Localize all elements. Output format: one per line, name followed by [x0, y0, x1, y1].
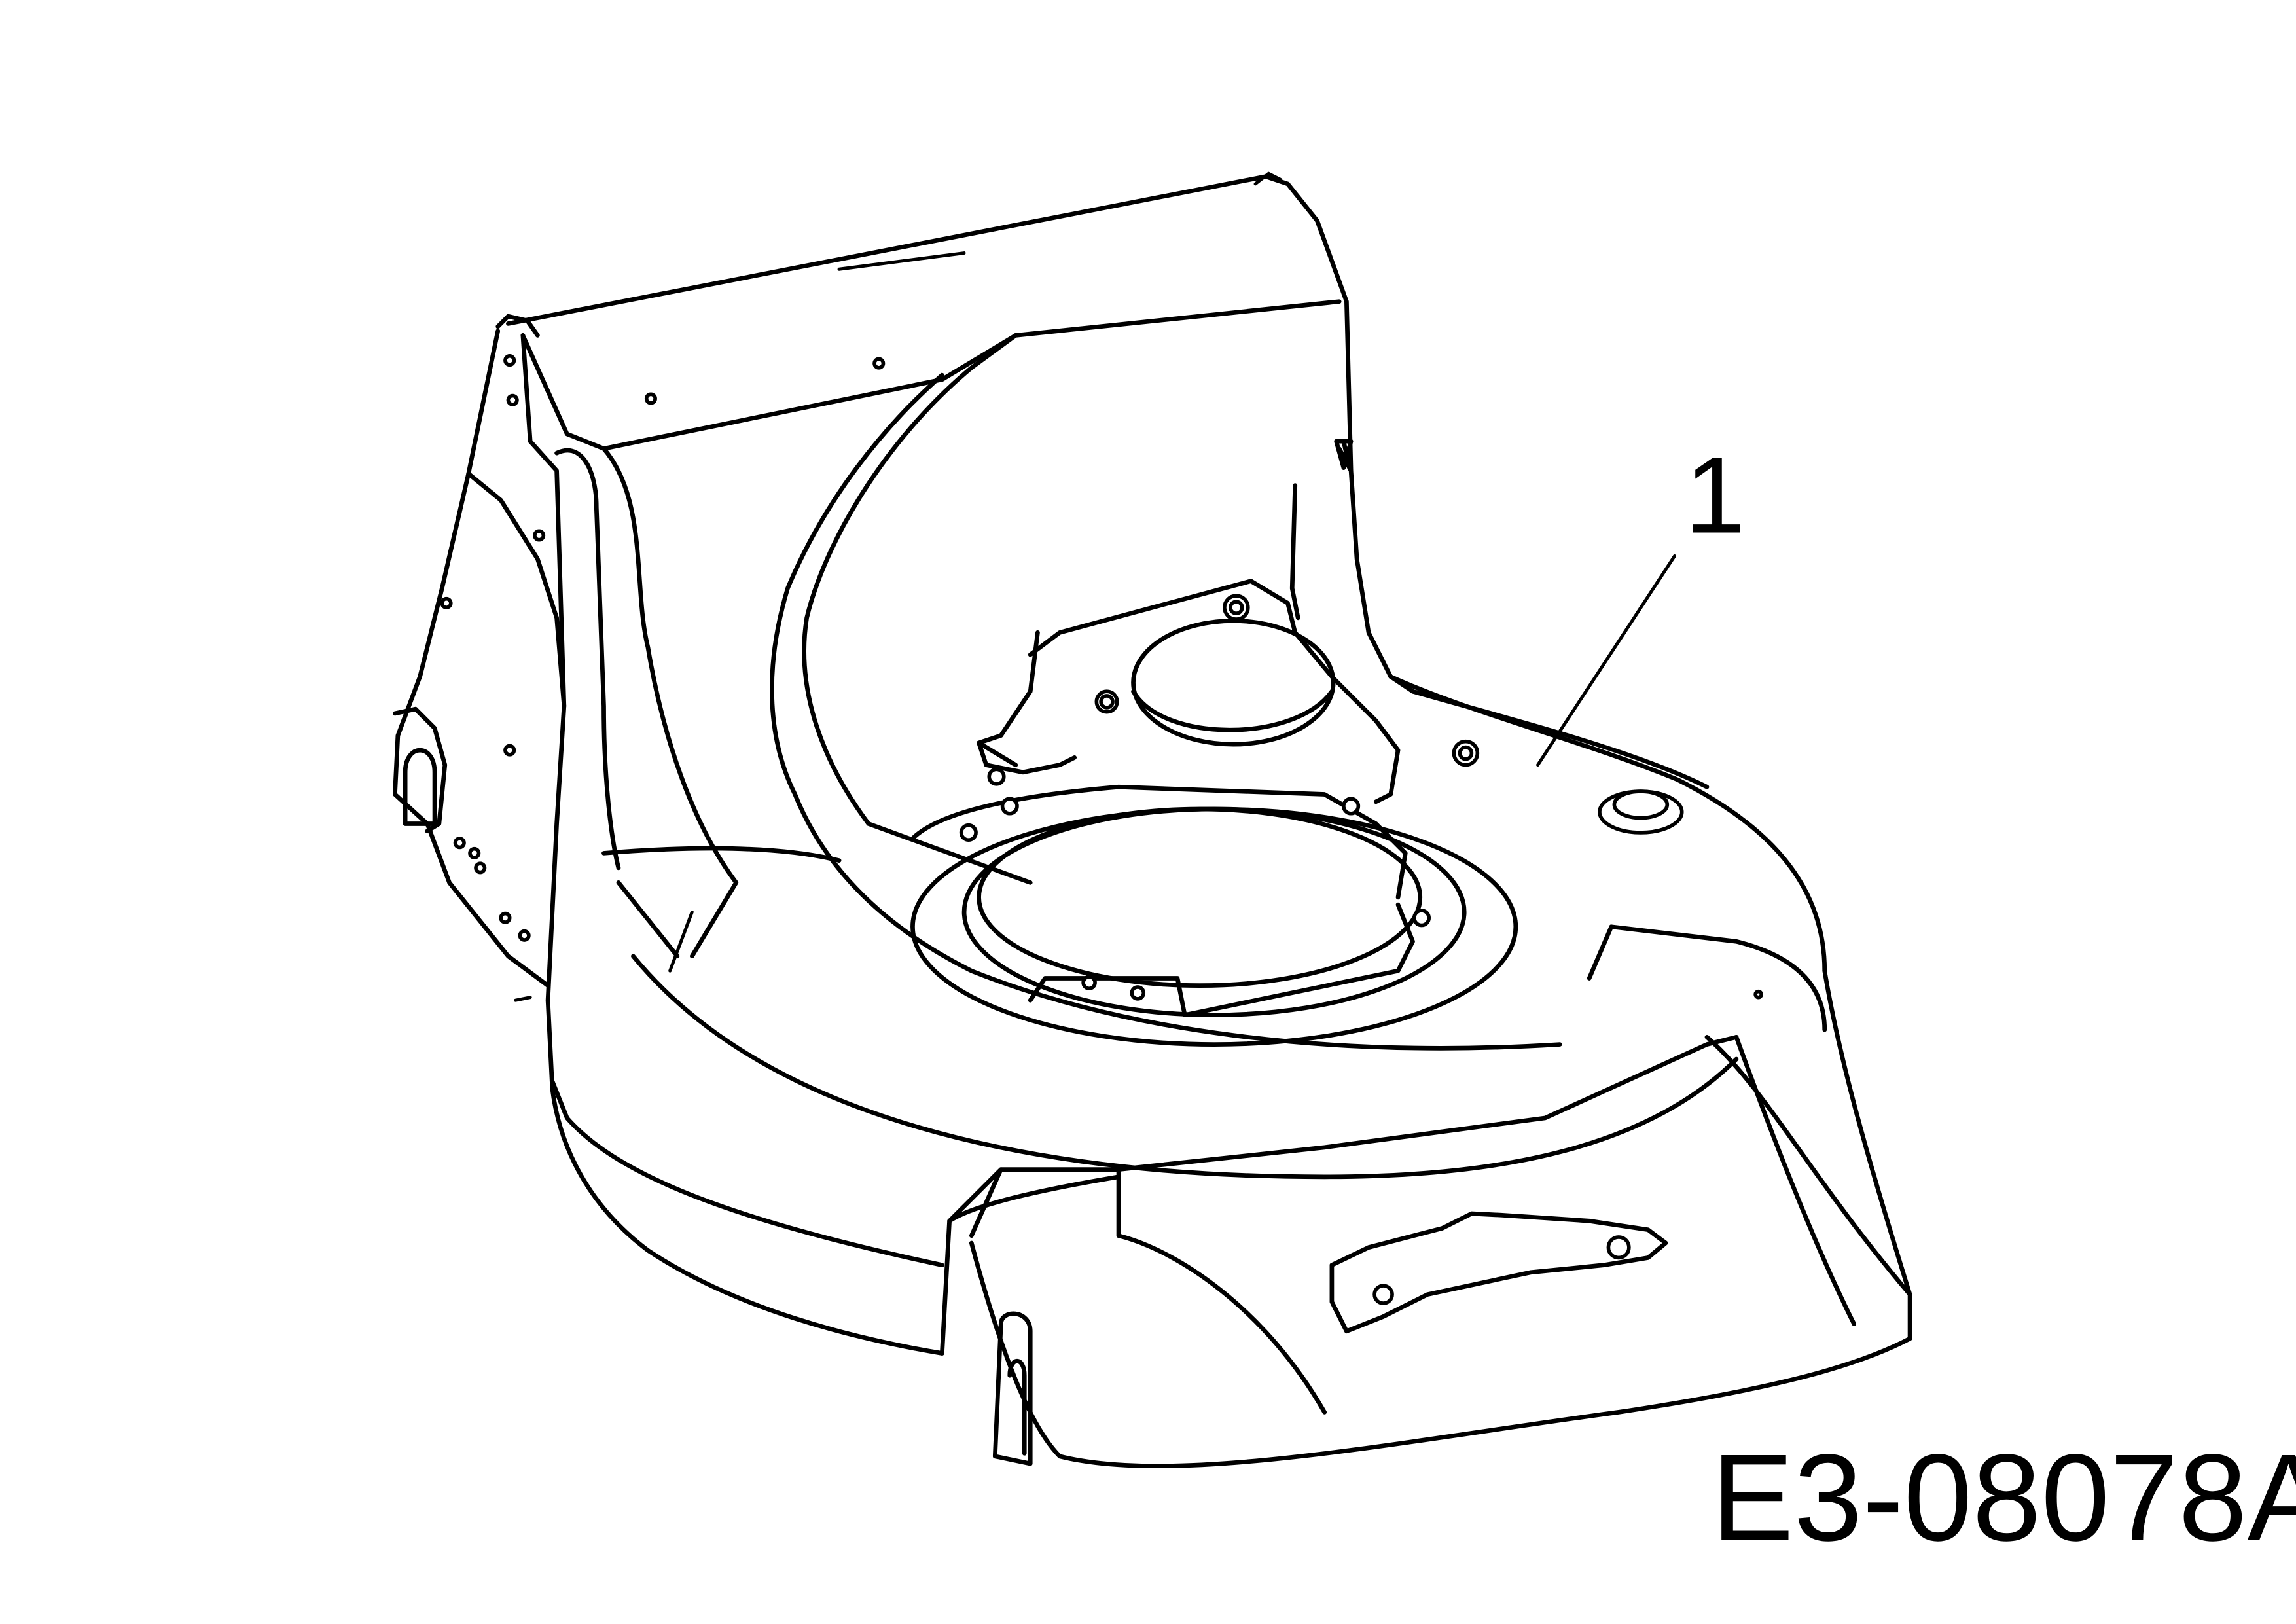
- motor-mount: [910, 579, 1518, 1047]
- right-side: [1289, 439, 1912, 1297]
- rear-housing: [495, 171, 1354, 473]
- drawing-number: E3-08078A-01: [1712, 1429, 2296, 1567]
- left-side-plate: [393, 329, 567, 1091]
- callout-label: 1: [1685, 435, 1745, 556]
- callout-1: 1: [1536, 435, 1746, 767]
- front-skirt: [940, 1034, 1912, 1469]
- deck-shell: [550, 333, 1739, 1356]
